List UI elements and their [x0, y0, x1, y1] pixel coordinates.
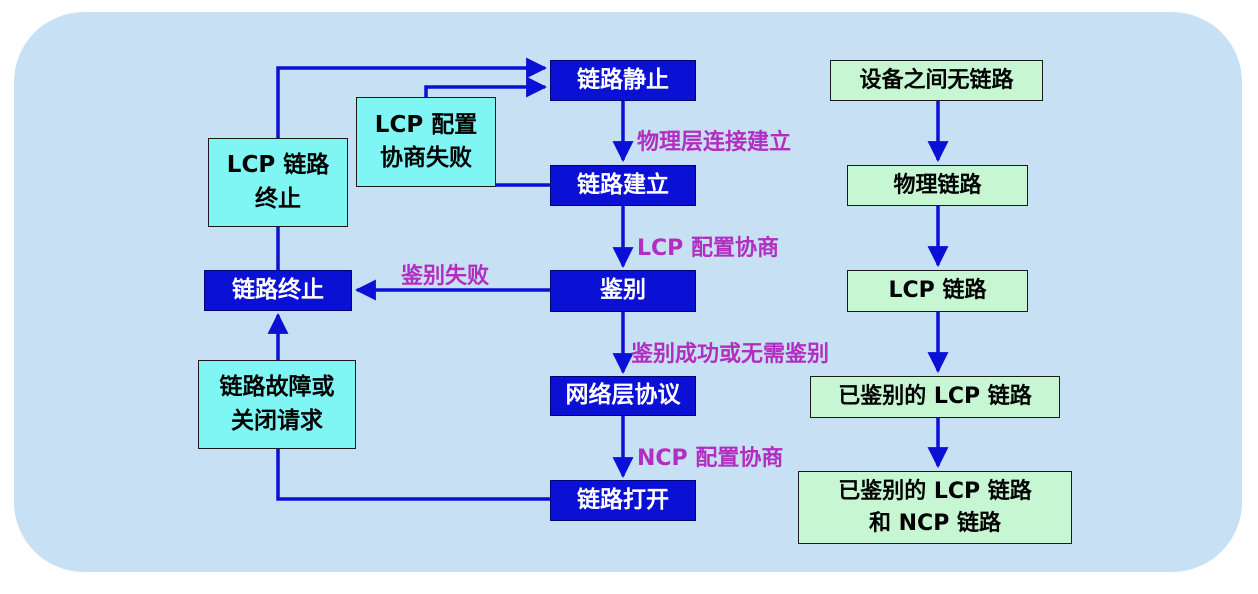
arrow-lcpterm-to-dead: [276, 57, 548, 138]
state-link-dead: 链路静止: [550, 60, 696, 101]
state-link-open: 链路打开: [550, 480, 696, 521]
right-box-authenticated-lcp: 已鉴别的 LCP 链路: [810, 376, 1060, 418]
label-auth-failed: 鉴别失败: [401, 264, 490, 289]
right-box-lcp-link: LCP 链路: [847, 270, 1028, 312]
label-ncp-negotiation: NCP 配置协商: [637, 446, 784, 471]
label-physical-layer-up: 物理层连接建立: [637, 130, 792, 155]
right-box-authenticated-lcp-ncp: 已鉴别的 LCP 链路 和 NCP 链路: [798, 471, 1072, 544]
state-link-establish: 链路建立: [550, 165, 696, 206]
box-lcp-link-terminate: LCP 链路 终止: [208, 138, 348, 227]
arrow-open-to-failure: [276, 449, 550, 501]
label-auth-success: 鉴别成功或无需鉴别: [631, 342, 830, 367]
state-link-terminate: 链路终止: [204, 270, 352, 311]
label-lcp-negotiation: LCP 配置协商: [637, 236, 779, 261]
state-network-layer: 网络层协议: [550, 376, 696, 416]
box-failure-or-close-request: 链路故障或 关闭请求: [198, 360, 356, 449]
right-box-physical-link: 物理链路: [847, 165, 1028, 206]
arrow-lcpfail-to-dead: [424, 76, 548, 98]
right-box-no-link: 设备之间无链路: [830, 60, 1043, 101]
box-lcp-negotiation-failed: LCP 配置 协商失败: [356, 97, 496, 187]
state-authenticate: 鉴别: [550, 270, 696, 312]
